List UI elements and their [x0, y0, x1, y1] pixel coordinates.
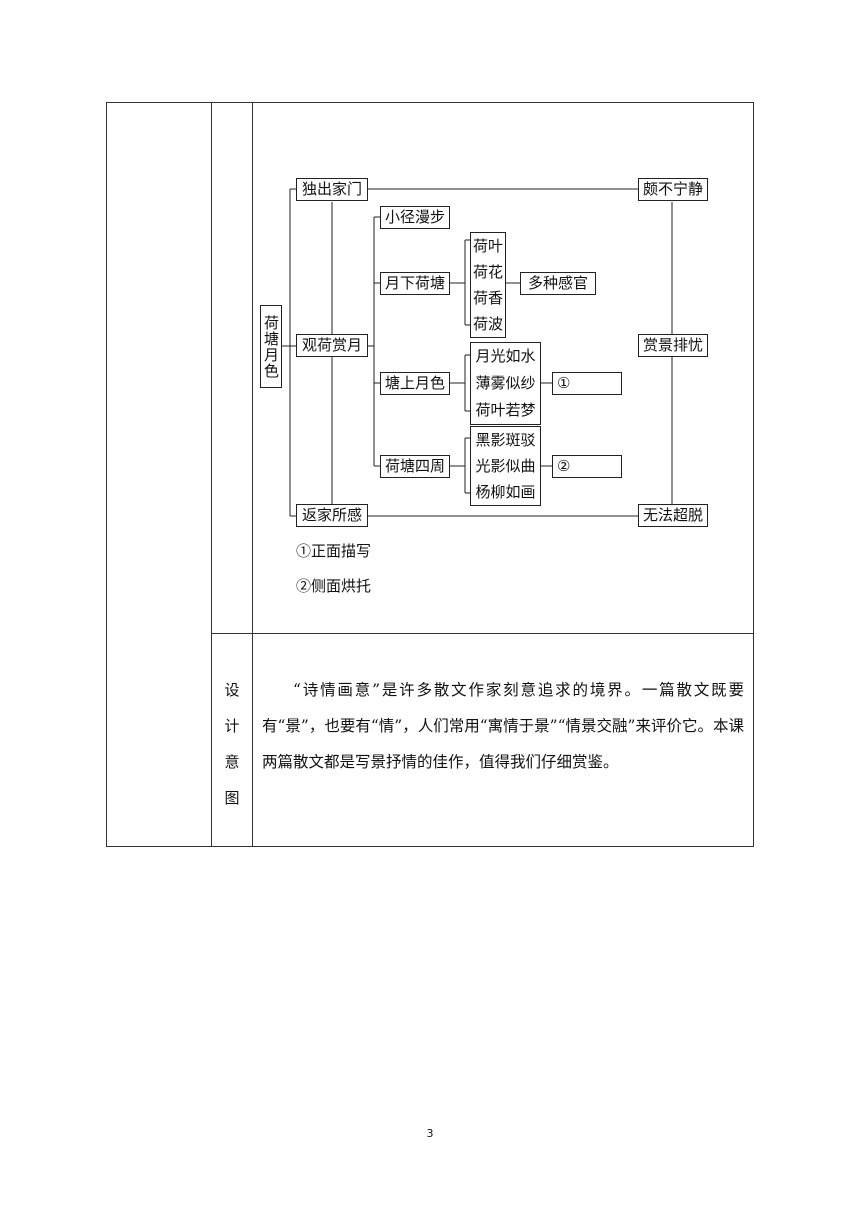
node-pond-surroundings: 荷塘四周 — [380, 455, 450, 478]
lesson-table — [106, 102, 754, 847]
node-pond-under-moon: 月下荷塘 — [380, 272, 450, 295]
diagram-root-title: 荷塘月色 — [260, 305, 282, 388]
label-char: 意 — [224, 753, 240, 771]
list-item: 荷香 — [472, 288, 503, 307]
diagram-connectors — [281, 188, 673, 517]
node-leave-home: 独出家门 — [296, 178, 368, 201]
list-item: 薄雾似纱 — [475, 374, 536, 392]
note-side-contrast: ②侧面烘托 — [296, 577, 372, 595]
node-return-home: 返家所感 — [296, 504, 368, 527]
blank-box-2: ② — [552, 455, 622, 478]
list-item: 荷叶若梦 — [475, 401, 536, 419]
label-char: 图 — [224, 789, 240, 807]
node-cannot-escape: 无法超脱 — [638, 504, 708, 527]
design-intent-label: 设 计 意 图 — [212, 672, 252, 816]
list-item: 月光如水 — [475, 347, 536, 365]
node-moon-over-pond: 塘上月色 — [380, 372, 450, 395]
page-number: 3 — [426, 1127, 434, 1140]
group-moon: 月光如水 薄雾似纱 荷叶若梦 — [470, 342, 541, 425]
list-item: 黑影斑驳 — [475, 430, 536, 449]
node-path-stroll: 小径漫步 — [380, 206, 450, 229]
node-view-lotus-moon: 观荷赏月 — [296, 334, 368, 357]
table-column-divider — [211, 102, 212, 847]
list-item: 杨柳如画 — [475, 482, 536, 501]
list-item: 荷花 — [472, 262, 503, 281]
list-item: 荷波 — [472, 314, 503, 333]
list-item: 荷叶 — [472, 236, 503, 255]
table-column-divider — [252, 102, 253, 847]
node-multiple-senses: 多种感官 — [520, 272, 596, 295]
blank-box-1: ① — [552, 372, 622, 395]
node-restless: 颇不宁静 — [638, 178, 708, 201]
group-lotus: 荷叶 荷花 荷香 荷波 — [470, 232, 506, 338]
label-char: 设 — [224, 681, 240, 699]
root-char: 荷塘月色 — [262, 314, 280, 379]
node-relieve-worry: 赏景排忧 — [638, 334, 708, 357]
table-row-divider — [211, 633, 754, 634]
note-front-description: ①正面描写 — [296, 542, 372, 560]
label-char: 计 — [224, 717, 240, 735]
list-item: 光影似曲 — [475, 456, 536, 475]
group-surroundings: 黑影斑驳 光影似曲 杨柳如画 — [470, 426, 541, 506]
design-intent-text: “诗情画意”是许多散文作家刻意追求的境界。一篇散文既要有“景”，也要有“情”，人… — [262, 681, 744, 771]
structure-diagram: 荷塘月色 独出家门 观荷赏月 返家所感 小径漫步 月下荷塘 塘上月色 荷塘四周 … — [254, 150, 734, 540]
